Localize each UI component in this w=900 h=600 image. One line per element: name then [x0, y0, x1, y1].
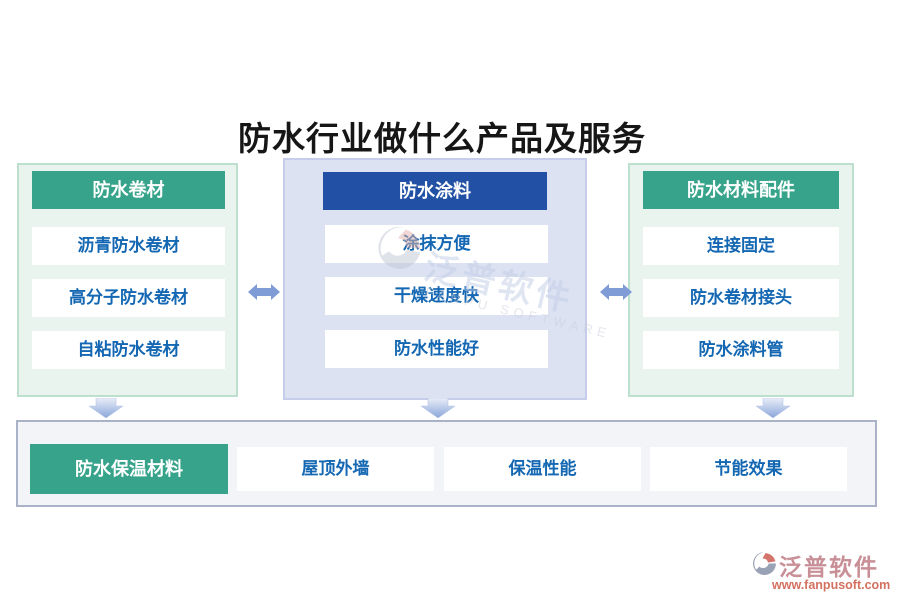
list-item: 高分子防水卷材 — [32, 279, 225, 317]
down-arrow-icon — [89, 398, 123, 418]
panel-insulation-row: 防水保温材料 屋顶外墙 保温性能 节能效果 — [16, 420, 877, 507]
bottom-item: 节能效果 — [650, 447, 847, 491]
panel-material-accessories: 防水材料配件 连接固定 防水卷材接头 防水涂料管 — [628, 163, 854, 397]
list-item: 干燥速度快 — [325, 277, 548, 315]
list-item: 涂抹方便 — [325, 225, 548, 263]
page-title: 防水行业做什么产品及服务 — [238, 122, 646, 158]
column-header-coating: 防水涂料 — [323, 172, 547, 210]
double-arrow-icon — [600, 284, 632, 300]
brand-logo: 泛普软件 www.fanpusoft.com — [752, 548, 892, 594]
brand-name: 泛普软件 — [779, 554, 879, 580]
list-item: 连接固定 — [643, 227, 839, 265]
brand-logo-icon — [753, 552, 776, 575]
down-arrow-icon — [421, 398, 455, 418]
list-item: 防水卷材接头 — [643, 279, 839, 317]
list-item: 防水涂料管 — [643, 331, 839, 369]
double-arrow-icon — [248, 284, 280, 300]
bottom-item: 保温性能 — [444, 447, 641, 491]
list-item: 自粘防水卷材 — [32, 331, 225, 369]
brand-url: www.fanpusoft.com — [772, 578, 891, 592]
panel-waterproof-membrane: 防水卷材 沥青防水卷材 高分子防水卷材 自粘防水卷材 — [17, 163, 238, 397]
down-arrow-icon — [756, 398, 790, 418]
bottom-item: 屋顶外墙 — [237, 447, 434, 491]
column-header-membrane: 防水卷材 — [32, 171, 225, 209]
list-item: 沥青防水卷材 — [32, 227, 225, 265]
panel-waterproof-coating: 防水涂料 涂抹方便 干燥速度快 防水性能好 — [283, 158, 587, 400]
list-item: 防水性能好 — [325, 330, 548, 368]
column-header-accessories: 防水材料配件 — [643, 171, 839, 209]
bottom-lead-box: 防水保温材料 — [30, 444, 228, 494]
